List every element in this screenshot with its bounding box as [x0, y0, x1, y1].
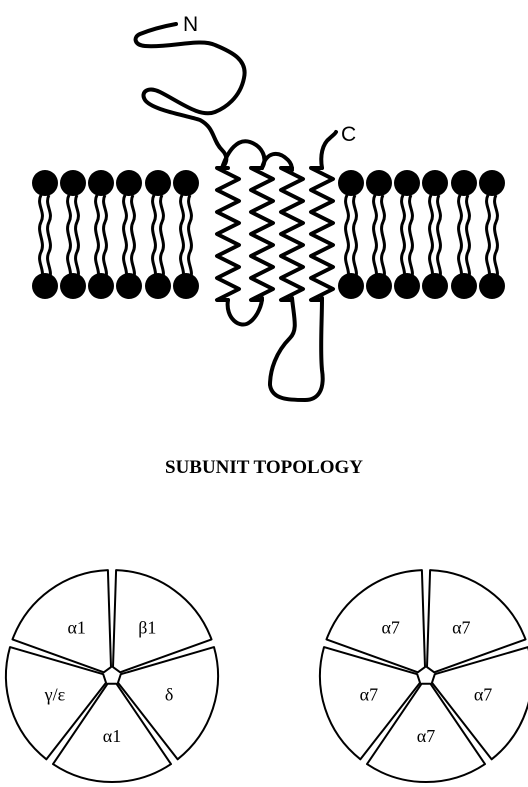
lipid-head-outer: [422, 170, 448, 196]
lipid-tail: [382, 195, 385, 280]
lipid-head-inner: [88, 273, 114, 299]
lipid-right-6: [479, 170, 505, 299]
lipid-left-5: [145, 170, 171, 299]
helix-m2: [251, 168, 273, 300]
subunit-label: α1: [103, 726, 121, 746]
lipid-head-inner: [338, 273, 364, 299]
lipid-head-inner: [366, 273, 392, 299]
lipid-tail: [48, 195, 51, 280]
lipid-head-outer: [173, 170, 199, 196]
lipid-tail: [354, 195, 357, 280]
lipid-tail: [430, 195, 433, 280]
n-terminal-segment: [136, 24, 245, 168]
helix-m1: [217, 168, 239, 300]
subunit-label: α7: [474, 685, 492, 705]
lipid-tail: [181, 195, 184, 280]
intracellular-loop: [270, 298, 323, 400]
c-terminal-segment: [321, 132, 336, 168]
lipid-head-outer: [32, 170, 58, 196]
lipid-left-6: [173, 170, 199, 299]
helix-m3: [281, 168, 303, 300]
lipid-right-2: [366, 170, 392, 299]
lipid-right-3: [394, 170, 420, 299]
subunit-label: α7: [417, 726, 435, 746]
lipid-tail: [76, 195, 79, 280]
subunit-label: α1: [67, 618, 85, 638]
lipid-tail: [467, 195, 470, 280]
lipid-head-outer: [366, 170, 392, 196]
lipid-left-1: [32, 170, 58, 299]
lipid-tail: [346, 195, 349, 280]
lipid-head-inner: [394, 273, 420, 299]
lipid-tail: [104, 195, 107, 280]
subunit-label: α7: [452, 618, 470, 638]
lipid-tail: [153, 195, 156, 280]
extracellular-loop: [222, 141, 264, 168]
lipid-right-4: [422, 170, 448, 299]
receptor-heteromer: α1 β1 δ α1 γ/ε: [6, 570, 218, 782]
lipid-head-inner: [145, 273, 171, 299]
subunit-label: α7: [360, 685, 378, 705]
lipid-tail: [189, 195, 192, 280]
lipid-tail: [402, 195, 405, 280]
lipid-tail: [495, 195, 498, 280]
subunit-label: α7: [381, 618, 399, 638]
receptor-homomer: α7 α7 α7 α7 α7: [320, 570, 528, 782]
lipid-right-5: [451, 170, 477, 299]
lipid-head-outer: [479, 170, 505, 196]
membrane-left: [32, 170, 199, 299]
lipid-head-outer: [60, 170, 86, 196]
subunit-chain: [136, 24, 336, 400]
lipid-head-outer: [338, 170, 364, 196]
lipid-tail: [132, 195, 135, 280]
lipid-tail: [487, 195, 490, 280]
lipid-tail: [68, 195, 71, 280]
lipid-head-inner: [116, 273, 142, 299]
subunit-label: β1: [138, 618, 156, 638]
lipid-left-2: [60, 170, 86, 299]
lipid-tail: [161, 195, 164, 280]
helix-m4: [311, 168, 333, 300]
transmembrane-helices: [217, 168, 333, 300]
membrane-right: [338, 170, 505, 299]
lipid-head-outer: [116, 170, 142, 196]
lipid-tail: [459, 195, 462, 280]
topology-caption: SUBUNIT TOPOLOGY: [165, 457, 363, 478]
lipid-tail: [124, 195, 127, 280]
lipid-tail: [410, 195, 413, 280]
lipid-head-inner: [479, 273, 505, 299]
lipid-tail: [438, 195, 441, 280]
lipid-head-outer: [145, 170, 171, 196]
subunit-label: δ: [165, 685, 173, 705]
lipid-head-outer: [451, 170, 477, 196]
lipid-left-3: [88, 170, 114, 299]
subunit-label: γ/ε: [44, 685, 66, 705]
lipid-head-inner: [451, 273, 477, 299]
lipid-head-inner: [422, 273, 448, 299]
lipid-head-outer: [394, 170, 420, 196]
lipid-head-inner: [32, 273, 58, 299]
lipid-tail: [96, 195, 99, 280]
lipid-head-inner: [173, 273, 199, 299]
lipid-right-1: [338, 170, 364, 299]
n-terminus-label: N: [183, 13, 198, 36]
lipid-tail: [374, 195, 377, 280]
lipid-left-4: [116, 170, 142, 299]
lipid-head-inner: [60, 273, 86, 299]
lipid-head-outer: [88, 170, 114, 196]
lipid-tail: [40, 195, 43, 280]
c-terminus-label: C: [341, 123, 356, 146]
